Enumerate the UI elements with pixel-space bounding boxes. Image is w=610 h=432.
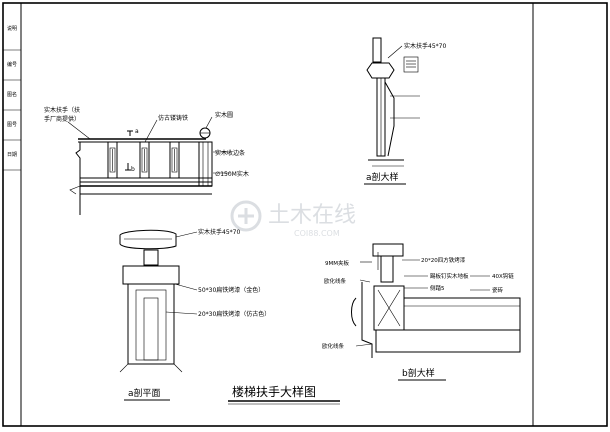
caption-plan-a: a剖平面 [128,387,161,399]
section-a-view: 实木扶手45*70 a剖大样 [364,37,446,185]
strip-label-3: 图名 [7,91,17,98]
label-sb-riser-chain: 40X钩链 [492,272,514,280]
strip-label-4: 图号 [7,122,17,128]
label-sb-euro-trim-top: 欧化线条 [324,277,347,285]
left-strip: 说明 编号 图名 图号 日期 [3,25,21,171]
section-b-view: 9MM夹板 欧化线条 20*20四方铁烤漆 踢板钉实木地板 侧踏5 40X钩链 … [322,243,521,381]
label-sb-euro-trim-bottom: 欧化线条 [322,342,345,350]
label-post: ∅150M实木 [215,170,249,178]
mark-b: b [131,166,135,173]
label-pa-flat-steel-gold: 50*30扁铁烤漆（金色） [198,286,264,294]
baluster-1 [107,141,118,179]
label-sb-floor: 踢板钉实木地板 [430,272,469,280]
mark-a: a [135,128,139,135]
baluster-3 [169,141,180,179]
baluster-2 [139,141,150,179]
label-sb-square-steel: 20*20四方铁烤漆 [421,256,466,264]
drawing-title: 楼梯扶手大样图 [232,384,316,399]
strip-label-5: 日期 [7,152,17,158]
caption-section-b: b剖大样 [402,367,435,379]
label-sb-tile: 瓷砖 [492,286,504,294]
label-edge-strip: 实木收边条 [215,149,245,157]
caption-section-a: a剖大样 [366,171,399,183]
watermark-logo-icon [230,200,262,232]
label-pa-flat-steel-antique: 20*30扁铁烤漆（仿古色） [198,310,270,318]
watermark: 土木在线 COI88.COM [230,200,356,238]
strip-label-2: 编号 [7,61,17,68]
label-pa-handrail: 实木扶手45*70 [198,228,240,236]
watermark-url: COI88.COM [294,229,340,238]
strip-label-1: 说明 [7,25,17,32]
label-sa-handrail: 实木扶手45*70 [404,42,446,50]
label-baluster: 仿古镂铸铁 [158,114,188,122]
label-handrail-line2: 手厂商提供） [44,115,80,123]
elevation-view: a b 实木扶手（扶 手厂商提供） 仿古镂铸铁 实木圆 实木收边条 ∅150M实… [44,106,249,215]
label-wood-circle: 实木圆 [215,111,233,119]
label-sb-side-board: 侧踏5 [430,284,445,292]
label-sb-plywood: 9MM夹板 [325,259,349,267]
plan-a-view: 实木扶手45*70 50*30扁铁烤漆（金色） 20*30扁铁烤漆（仿古色） a… [119,228,270,401]
sheet-border [2,2,608,427]
watermark-brand: 土木在线 [268,203,356,228]
label-handrail-line1: 实木扶手（扶 [44,106,80,114]
